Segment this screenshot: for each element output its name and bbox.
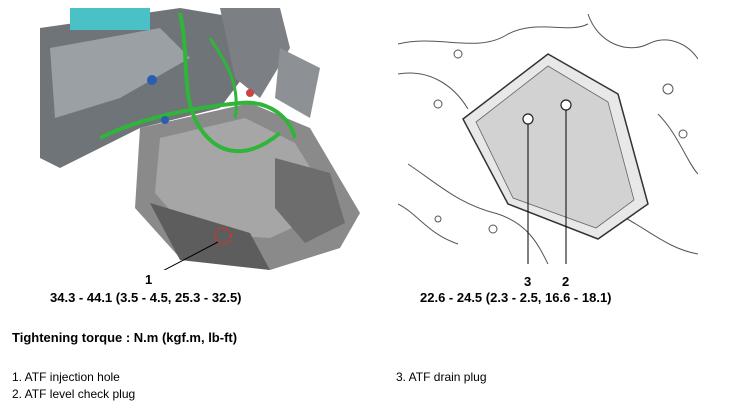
legend-item-2: 2. ATF level check plug bbox=[12, 387, 136, 401]
oil-pan-illustration bbox=[398, 14, 698, 264]
wiring-harness-branch bbox=[99, 100, 297, 140]
level-check-plug bbox=[560, 99, 572, 111]
engine-detail bbox=[50, 28, 190, 118]
torque-left: 34.3 - 44.1 (3.5 - 4.5, 25.3 - 32.5) bbox=[50, 290, 242, 305]
wiring-harness bbox=[178, 12, 282, 154]
drain-plug bbox=[522, 113, 534, 125]
connector bbox=[246, 89, 254, 97]
oil-pan-surface bbox=[475, 65, 635, 229]
tightening-torque-label: Tightening torque : N.m (kgf.m, lb-ft) bbox=[12, 330, 238, 345]
exhaust-pipe bbox=[275, 48, 320, 118]
oil-pan bbox=[150, 203, 270, 270]
output-flange bbox=[275, 158, 345, 243]
exhaust-manifold bbox=[220, 8, 290, 98]
connector bbox=[147, 75, 157, 85]
leader-line bbox=[163, 241, 219, 270]
callout-1: 1 bbox=[145, 272, 153, 287]
wiring-harness-branch-2 bbox=[208, 37, 238, 119]
transmission-illustration bbox=[40, 8, 360, 270]
callout-2: 2 bbox=[562, 274, 570, 289]
torque-right: 22.6 - 24.5 (2.3 - 2.5, 16.6 - 18.1) bbox=[420, 290, 612, 305]
surrounding-chassis bbox=[398, 14, 698, 264]
connector bbox=[161, 116, 169, 124]
engine-cover bbox=[70, 8, 150, 30]
injection-hole-highlight bbox=[214, 227, 232, 245]
callout-3: 3 bbox=[524, 274, 532, 289]
legend-item-1: 1. ATF injection hole bbox=[12, 370, 120, 384]
legend-item-3: 3. ATF drain plug bbox=[396, 370, 487, 384]
